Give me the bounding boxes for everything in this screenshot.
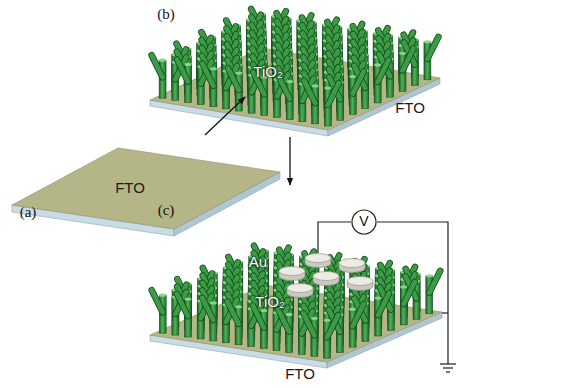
au-electrode [347,277,373,291]
ground-symbol [446,371,450,372]
tio2-nanorod [375,293,390,336]
material-label: Au [249,254,267,271]
tio2-nanorod [253,306,268,349]
wire [377,222,448,364]
tio2-nanorod [304,81,319,124]
tio2-nanorod [349,304,364,347]
voltmeter-circle: V [351,209,377,235]
measurement-wires [318,222,456,372]
tio2-nanorod [399,48,414,91]
tio2-nanorod [152,55,167,98]
panel-label: (b) [157,6,175,23]
material-label: FTO [115,180,145,197]
tio2-nanorod [303,313,318,356]
tio2-nanorod [324,83,339,126]
au-electrode [279,267,305,281]
tio2-nanorod [202,64,217,107]
panel-label: (a) [20,204,37,221]
tio2-nanorod [400,282,415,325]
substrate-layer [12,48,442,368]
tio2-nanorod [324,315,339,358]
tio2-nanorod [424,37,439,80]
tio2-nanorod [152,290,167,333]
material-label: TiO₂ [253,64,282,81]
wire [318,222,351,253]
au-electrodes [279,254,373,298]
meter-symbol-text: V [359,214,368,229]
device-region: AuTiO₂ FTO [150,185,445,385]
process-arrow [289,137,290,185]
panel-label: (c) [158,202,175,219]
tio2-nanorod [202,298,217,341]
au-electrode [313,272,339,286]
device-region: TiO₂ FTO [245,5,445,137]
fto-substrate [150,285,442,362]
tio2-nanorod [228,68,243,111]
ground-symbol [443,367,453,368]
fto-substrate [150,48,440,130]
material-label: FTO [395,100,425,117]
tio2-nanorod [278,309,293,352]
au-electrode [287,284,313,298]
ground-symbol [440,363,456,364]
tio2-nanorod [177,59,192,102]
au-electrode [305,254,331,268]
au-electrode [339,259,365,273]
tio2-nanorod [228,302,243,345]
tio2-nanorod [374,60,389,103]
device-region: FTO [10,135,282,235]
process-arrow [205,97,245,135]
material-label: FTO [285,366,315,383]
fto-substrate [12,148,280,229]
tio2-nanorod [349,71,364,114]
nanorod-array [152,9,441,358]
wire [442,312,448,313]
material-label: TiO₂ [255,294,284,311]
tio2-nanorod [426,271,441,314]
tio2-nanorod [279,77,294,120]
tio2-nanorod [177,294,192,337]
